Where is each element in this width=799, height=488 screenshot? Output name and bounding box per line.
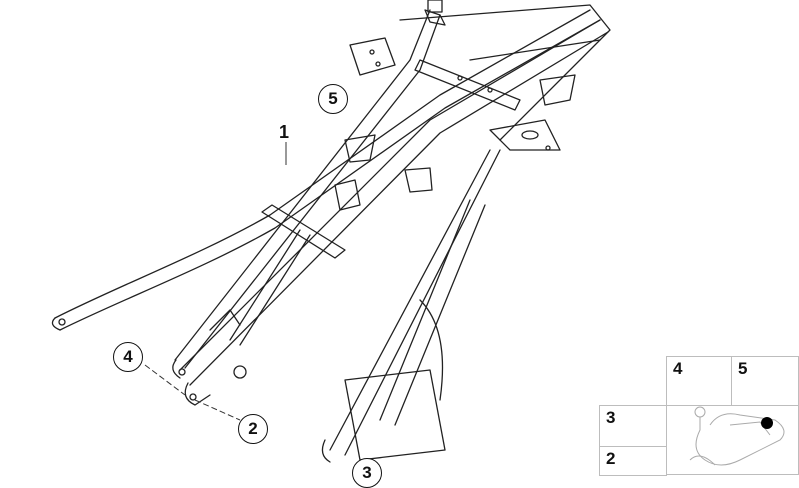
inset-label: 2 — [606, 449, 616, 468]
callout-5[interactable]: 5 — [318, 84, 348, 114]
frame-drawing — [51, 0, 785, 473]
callout-3[interactable]: 3 — [352, 458, 382, 488]
inset-cell-2[interactable]: 2 — [599, 446, 667, 476]
inset-label: 3 — [606, 408, 616, 427]
inset-label: 4 — [673, 359, 683, 378]
callout-1[interactable]: 1 — [279, 122, 290, 142]
inset-label: 5 — [738, 359, 748, 378]
motorcycle-locator-icon — [689, 406, 785, 466]
inner-rail — [179, 19, 601, 371]
inset-cell-4[interactable]: 4 — [666, 356, 732, 406]
position-marker-icon — [761, 417, 773, 429]
callout-2[interactable]: 2 — [238, 414, 268, 444]
left-rail — [54, 9, 591, 319]
inset-locator-cell — [666, 405, 799, 475]
lower-strut — [329, 149, 491, 451]
inset-cell-5[interactable]: 5 — [731, 356, 799, 406]
callout-4[interactable]: 4 — [113, 342, 143, 372]
inset-cell-3[interactable]: 3 — [599, 405, 667, 447]
